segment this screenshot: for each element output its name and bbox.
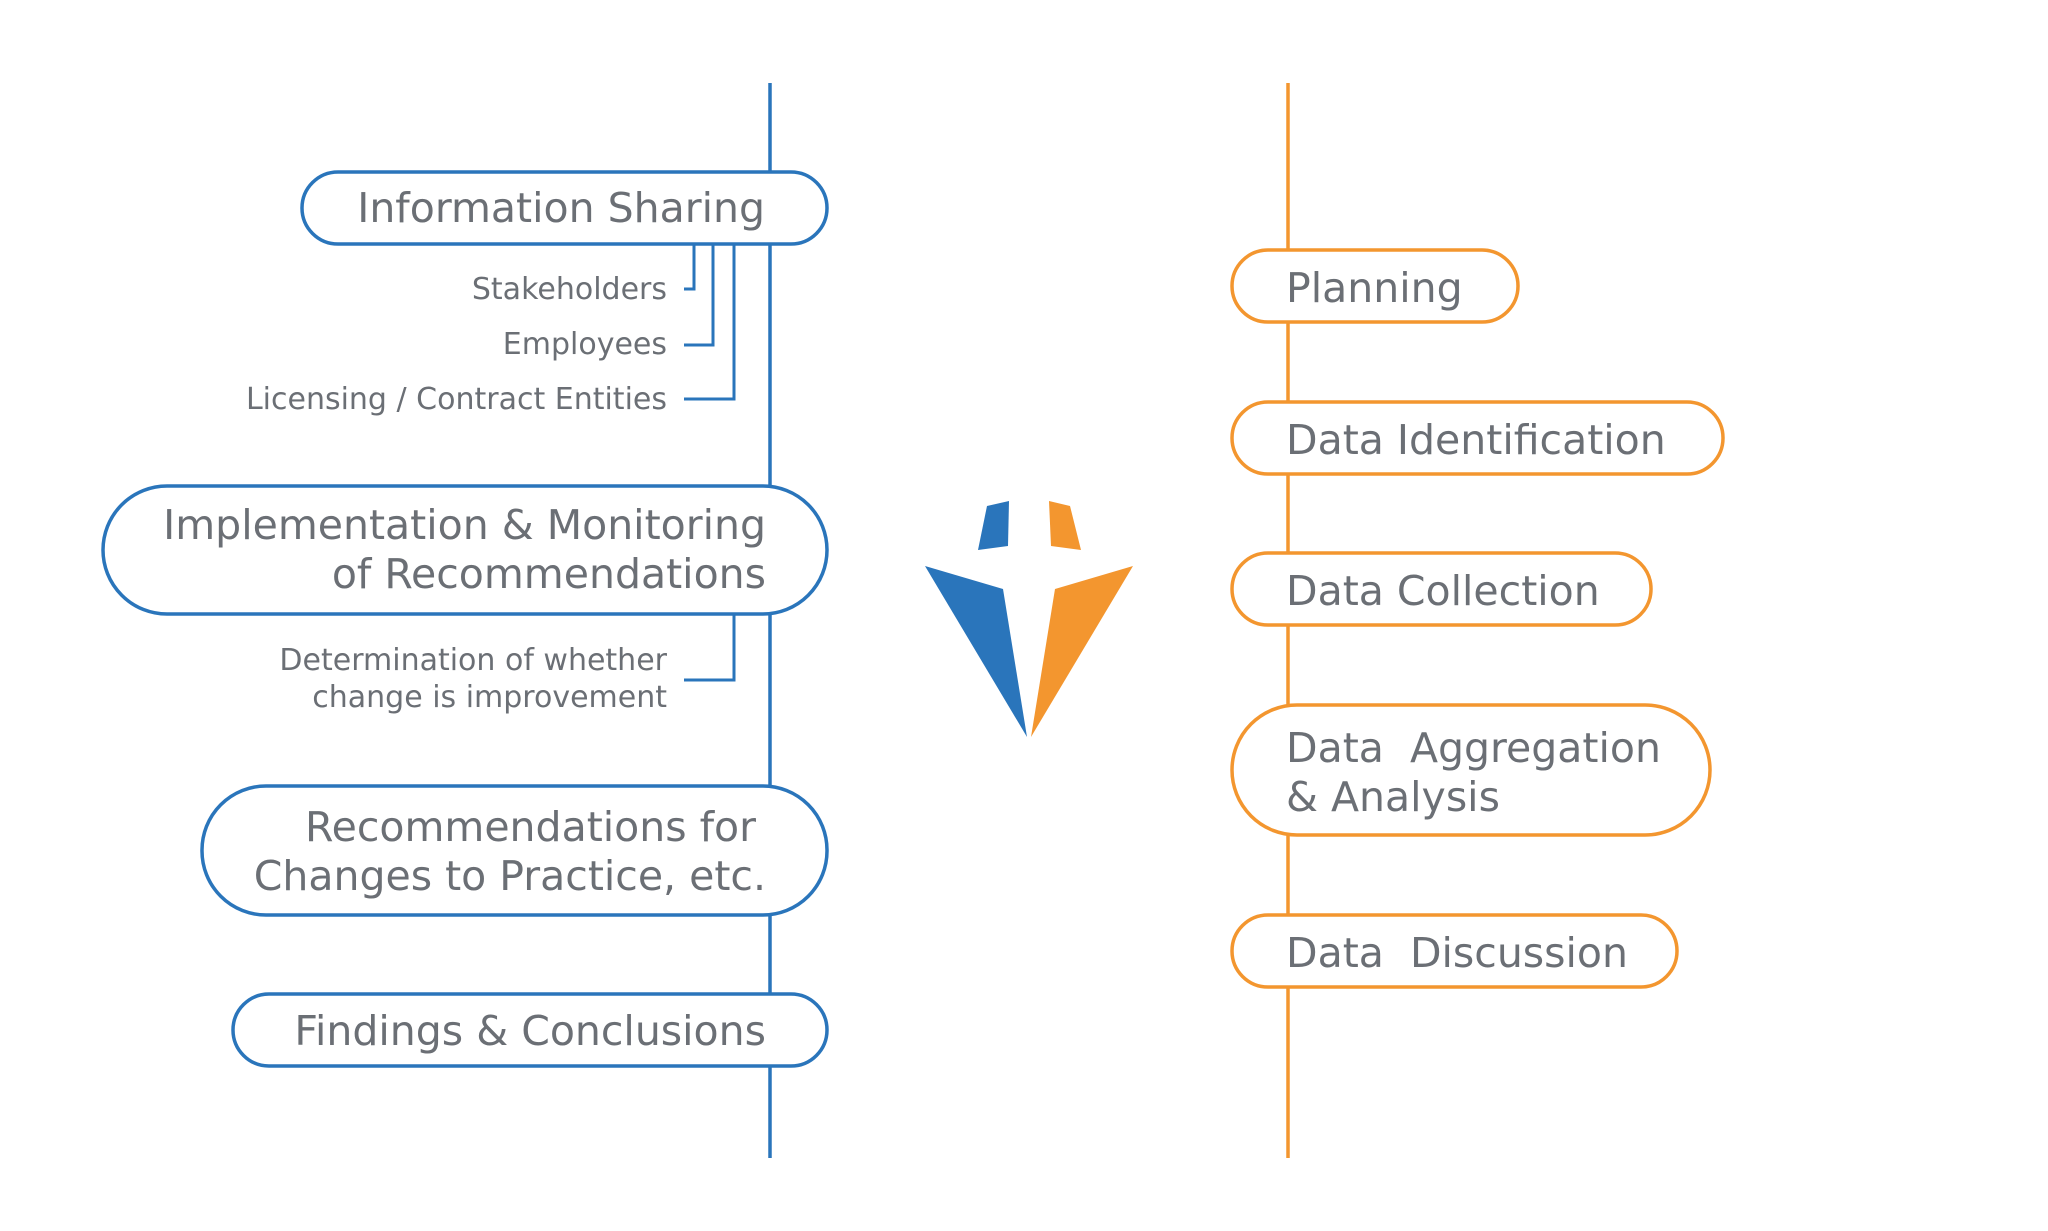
- pill-data-discussion: [1230, 913, 1679, 989]
- pill-planning: [1230, 248, 1520, 324]
- subitem-licensing-contract: Licensing / Contract Entities: [246, 382, 667, 417]
- pill-data-collection: [1230, 551, 1653, 627]
- right-pills: [1230, 248, 1725, 989]
- label-data-discussion: Data Discussion: [1286, 929, 1628, 977]
- label-recommendations-line1: Recommendations for: [305, 803, 756, 851]
- label-implementation-line1: Implementation & Monitoring: [163, 501, 766, 549]
- label-implementation-line2: of Recommendations: [332, 550, 766, 598]
- subitem-stakeholders: Stakeholders: [472, 272, 667, 307]
- label-data-identification: Data Identification: [1286, 416, 1666, 464]
- left-pills: [101, 170, 829, 1068]
- logo-orange-body: [1031, 566, 1133, 737]
- subitem-employees: Employees: [503, 327, 667, 362]
- label-recommendations-line2: Changes to Practice, etc.: [254, 852, 766, 900]
- pill-data-aggregation: [1230, 703, 1712, 837]
- pill-implementation-monitoring: [101, 484, 829, 616]
- logo-blue-body: [925, 566, 1027, 737]
- subitem-connectors: [684, 245, 736, 682]
- pill-information-sharing: [300, 170, 829, 246]
- cycle-frame: [768, 81, 1290, 1160]
- shield-cross-logo-icon: [925, 501, 1133, 737]
- label-data-aggregation-line2: & Analysis: [1286, 773, 1500, 821]
- label-findings-conclusions: Findings & Conclusions: [294, 1007, 766, 1055]
- subitem-determination-line1: Determination of whether: [279, 643, 667, 678]
- logo-orange-top-arm: [1049, 501, 1081, 550]
- connector-determination: [684, 614, 736, 682]
- logo-blue-top-arm: [978, 501, 1009, 550]
- label-planning: Planning: [1286, 264, 1463, 312]
- label-data-collection: Data Collection: [1286, 567, 1600, 615]
- subitem-determination-line2: change is improvement: [312, 680, 667, 715]
- label-data-aggregation-line1: Data Aggregation: [1286, 724, 1661, 772]
- connector-licensing: [684, 245, 736, 401]
- pill-findings-conclusions: [231, 992, 829, 1068]
- pill-recommendations: [200, 784, 829, 917]
- pill-data-identification: [1230, 400, 1725, 476]
- connector-stakeholders: [684, 245, 696, 291]
- label-information-sharing: Information Sharing: [357, 184, 765, 232]
- connector-employees: [684, 245, 715, 347]
